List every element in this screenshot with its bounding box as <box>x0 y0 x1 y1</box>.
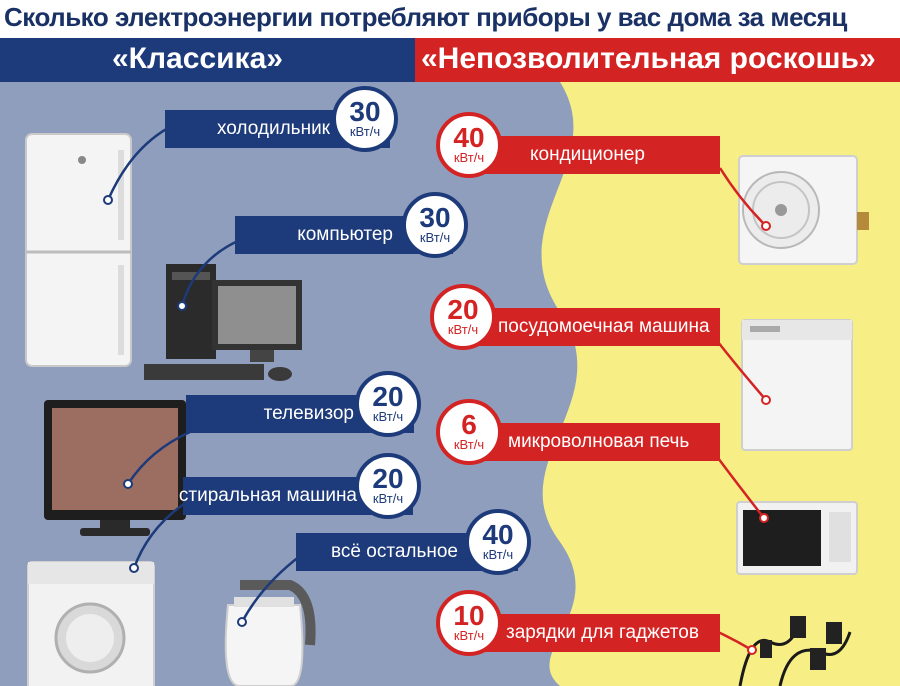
dot-air-conditioner <box>761 221 771 231</box>
badge-tv: 20 кВт/ч <box>355 371 421 437</box>
badge-chargers: 10 кВт/ч <box>436 590 502 656</box>
label-microwave: микроволновая печь <box>470 423 720 461</box>
dot-kettle <box>237 617 247 627</box>
badge-other: 40 кВт/ч <box>465 509 531 575</box>
unit-computer: кВт/ч <box>419 230 451 245</box>
label-air-conditioner-text: кондиционер <box>530 144 645 165</box>
computer-icon <box>144 264 302 381</box>
badge-refrigerator: 30 кВт/ч <box>332 86 398 152</box>
unit-chargers: кВт/ч <box>453 628 485 643</box>
label-dishwasher: посудомоечная машина <box>470 308 720 346</box>
label-washing-machine-text: стиральная машина <box>178 485 357 506</box>
unit-washing-machine: кВт/ч <box>372 491 404 506</box>
value-chargers: 10 <box>453 600 485 631</box>
unit-refrigerator: кВт/ч <box>349 124 381 139</box>
value-air-conditioner: 40 <box>453 122 485 153</box>
badge-air-conditioner: 40 кВт/ч <box>436 112 502 178</box>
value-computer: 30 <box>419 202 451 233</box>
label-chargers: зарядки для гаджетов <box>470 614 720 652</box>
header-classic-label: «Классика» <box>112 42 283 75</box>
badge-microwave: 6 кВт/ч <box>436 399 502 465</box>
value-other: 40 <box>482 519 514 550</box>
chargers-icon <box>738 616 852 686</box>
label-other-text: всё остальное <box>331 541 458 562</box>
dot-computer <box>177 301 187 311</box>
title-bar: Сколько электроэнергии потребляют прибор… <box>0 0 900 38</box>
dot-tv <box>123 479 133 489</box>
badge-washing-machine: 20 кВт/ч <box>355 453 421 519</box>
dot-dishwasher <box>761 395 771 405</box>
label-microwave-text: микроволновая печь <box>508 431 690 452</box>
unit-air-conditioner: кВт/ч <box>453 150 485 165</box>
microwave-icon <box>736 501 858 575</box>
dot-refrigerator <box>103 195 113 205</box>
tv-icon <box>44 400 186 536</box>
label-refrigerator-text: холодильник <box>217 118 330 139</box>
dot-microwave <box>759 513 769 523</box>
dot-chargers <box>747 645 757 655</box>
header-classic: «Классика» <box>0 38 415 82</box>
value-refrigerator: 30 <box>349 96 381 127</box>
refrigerator-icon <box>25 133 132 367</box>
value-microwave: 6 <box>461 409 477 440</box>
unit-microwave: кВт/ч <box>453 437 485 452</box>
unit-other: кВт/ч <box>482 547 514 562</box>
header-luxury-label: «Непозволительная роскошь» <box>421 42 876 75</box>
header-luxury: «Непозволительная роскошь» <box>415 38 900 82</box>
badge-dishwasher: 20 кВт/ч <box>430 284 496 350</box>
unit-dishwasher: кВт/ч <box>447 322 479 337</box>
value-washing-machine: 20 <box>372 463 404 494</box>
label-chargers-text: зарядки для гаджетов <box>506 622 699 643</box>
value-dishwasher: 20 <box>447 294 479 325</box>
label-dishwasher-text: посудомоечная машина <box>498 316 710 337</box>
label-air-conditioner: кондиционер <box>470 136 720 174</box>
label-tv-text: телевизор <box>263 403 354 424</box>
label-computer-text: компьютер <box>297 224 393 245</box>
badge-computer: 30 кВт/ч <box>402 192 468 258</box>
page-title: Сколько электроэнергии потребляют прибор… <box>4 2 847 32</box>
value-tv: 20 <box>372 381 404 412</box>
unit-tv: кВт/ч <box>372 409 404 424</box>
dishwasher-icon <box>741 319 853 451</box>
washing-machine-icon <box>27 561 155 686</box>
dot-washing-machine <box>129 563 139 573</box>
